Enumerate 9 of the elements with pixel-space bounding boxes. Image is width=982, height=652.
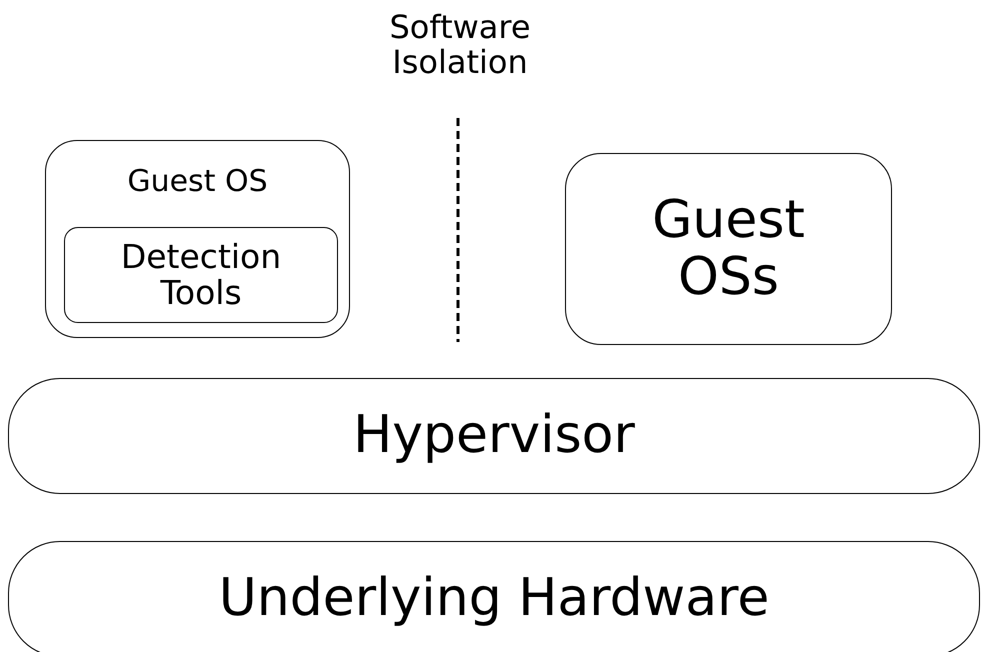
layer-label: Underlying Hardware bbox=[218, 570, 770, 628]
guest-os-box bbox=[45, 140, 350, 338]
layer-label: Detection Tools bbox=[120, 238, 282, 312]
layer-label: Guest OSs bbox=[651, 192, 806, 306]
tool-box bbox=[64, 227, 338, 323]
divider-label: Software Isolation bbox=[388, 10, 532, 80]
layer-label: Hypervisor bbox=[353, 407, 635, 465]
box-heading: Guest OS bbox=[127, 165, 268, 198]
guest-os-box bbox=[565, 153, 892, 345]
